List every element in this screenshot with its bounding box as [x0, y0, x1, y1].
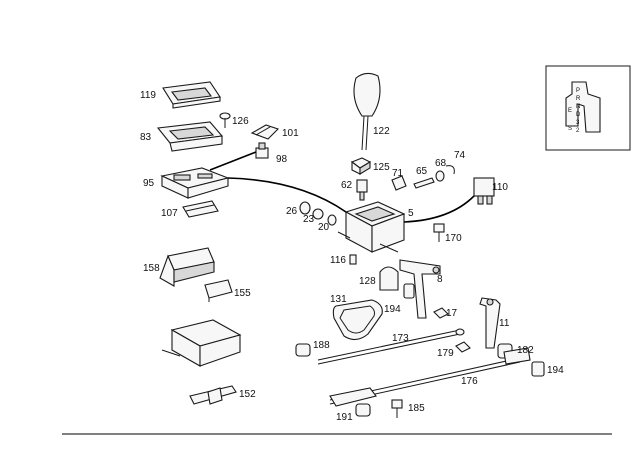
bracket-101[interactable]: [250, 124, 280, 140]
leader-line-110-to-housing: [403, 195, 475, 223]
part-number-119: 119: [140, 90, 156, 101]
bolt-170[interactable]: [433, 223, 445, 242]
selector-rod-176[interactable]: [329, 347, 531, 407]
gate-label-e: E: [568, 108, 572, 114]
part-number-74: 74: [454, 150, 466, 161]
part-number-126: 126: [232, 116, 249, 127]
gate-label-r: R: [576, 96, 581, 102]
part-number-182: 182: [517, 345, 534, 356]
bracket-155[interactable]: [204, 279, 233, 302]
control-rod-173[interactable]: [317, 328, 465, 365]
clip-74[interactable]: [445, 165, 455, 175]
screw-126[interactable]: [219, 112, 231, 128]
part-number-176: 176: [461, 376, 478, 387]
gate-pattern-inset: P R N D 3 2 E S: [545, 65, 631, 151]
part-number-68: 68: [435, 158, 447, 169]
pin-65[interactable]: [413, 177, 435, 189]
part-number-71: 71: [392, 168, 404, 179]
gate-label-p: P: [576, 88, 580, 94]
bushing-128[interactable]: [379, 266, 399, 291]
part-number-23: 23: [303, 214, 315, 225]
cover-158[interactable]: [159, 247, 215, 287]
nut-179[interactable]: [455, 341, 471, 353]
part-number-155: 155: [234, 288, 251, 299]
part-number-191: 191: [336, 412, 353, 423]
clip-116[interactable]: [349, 254, 357, 265]
bushing-194-upper[interactable]: [403, 283, 415, 299]
mounting-plate-152[interactable]: [189, 385, 237, 405]
lever-8[interactable]: [399, 259, 441, 319]
switch-110[interactable]: [473, 177, 495, 205]
part-number-5: 5: [408, 208, 414, 219]
gear-knob-122[interactable]: [353, 72, 381, 151]
part-number-98: 98: [276, 154, 288, 165]
part-number-185: 185: [408, 403, 425, 414]
part-number-194-lower: 194: [547, 365, 564, 376]
nut-17[interactable]: [433, 307, 449, 319]
leader-line-98-to-housing: [209, 151, 257, 171]
bolt-185[interactable]: [391, 399, 403, 418]
part-number-8: 8: [437, 274, 443, 285]
lever-11[interactable]: [479, 297, 501, 349]
part-number-62: 62: [341, 180, 353, 191]
gate-label-d: D: [576, 112, 581, 118]
part-number-95: 95: [143, 178, 155, 189]
gate-label-n: N: [576, 104, 580, 110]
shift-housing-5[interactable]: [337, 201, 406, 253]
washer-23[interactable]: [312, 208, 324, 220]
indicator-housing-95[interactable]: [160, 167, 230, 199]
gasket-131[interactable]: [332, 299, 383, 341]
cover-plate-83[interactable]: [156, 121, 224, 152]
part-number-83: 83: [140, 132, 152, 143]
part-number-107: 107: [161, 208, 178, 219]
part-number-194-upper: 194: [384, 304, 401, 315]
part-number-17: 17: [446, 308, 458, 319]
control-unit-housing[interactable]: [161, 319, 242, 367]
washer-26[interactable]: [299, 201, 311, 215]
gate-label-2: 2: [576, 128, 580, 134]
part-number-131: 131: [330, 294, 347, 305]
part-number-125: 125: [373, 162, 390, 173]
bushing-188[interactable]: [295, 343, 311, 357]
part-number-110: 110: [492, 182, 508, 193]
gate-label-3: 3: [576, 120, 580, 126]
clip-71[interactable]: [391, 175, 407, 191]
part-number-116: 116: [330, 255, 346, 266]
part-number-158: 158: [143, 263, 160, 274]
washer-68[interactable]: [435, 170, 445, 182]
part-number-152: 152: [239, 389, 256, 400]
part-number-11: 11: [499, 318, 510, 329]
leader-line-95-to-housing: [227, 177, 347, 213]
part-number-188: 188: [313, 340, 330, 351]
part-number-122: 122: [373, 126, 390, 137]
bushing-194-lower[interactable]: [531, 361, 545, 377]
part-62[interactable]: [356, 179, 368, 201]
part-number-173: 173: [392, 333, 409, 344]
seal-107[interactable]: [182, 200, 219, 218]
washer-20[interactable]: [327, 214, 337, 226]
part-number-65: 65: [416, 166, 428, 177]
part-number-128: 128: [359, 276, 376, 287]
part-number-170: 170: [445, 233, 462, 244]
bushing-191[interactable]: [355, 403, 371, 417]
gate-label-s: S: [568, 126, 572, 132]
part-number-26: 26: [286, 206, 298, 217]
clip-98[interactable]: [255, 142, 269, 159]
nut-125[interactable]: [350, 157, 372, 175]
trim-frame-119[interactable]: [162, 81, 221, 109]
part-number-101: 101: [282, 128, 299, 139]
part-number-179: 179: [437, 348, 454, 359]
part-number-20: 20: [318, 222, 330, 233]
